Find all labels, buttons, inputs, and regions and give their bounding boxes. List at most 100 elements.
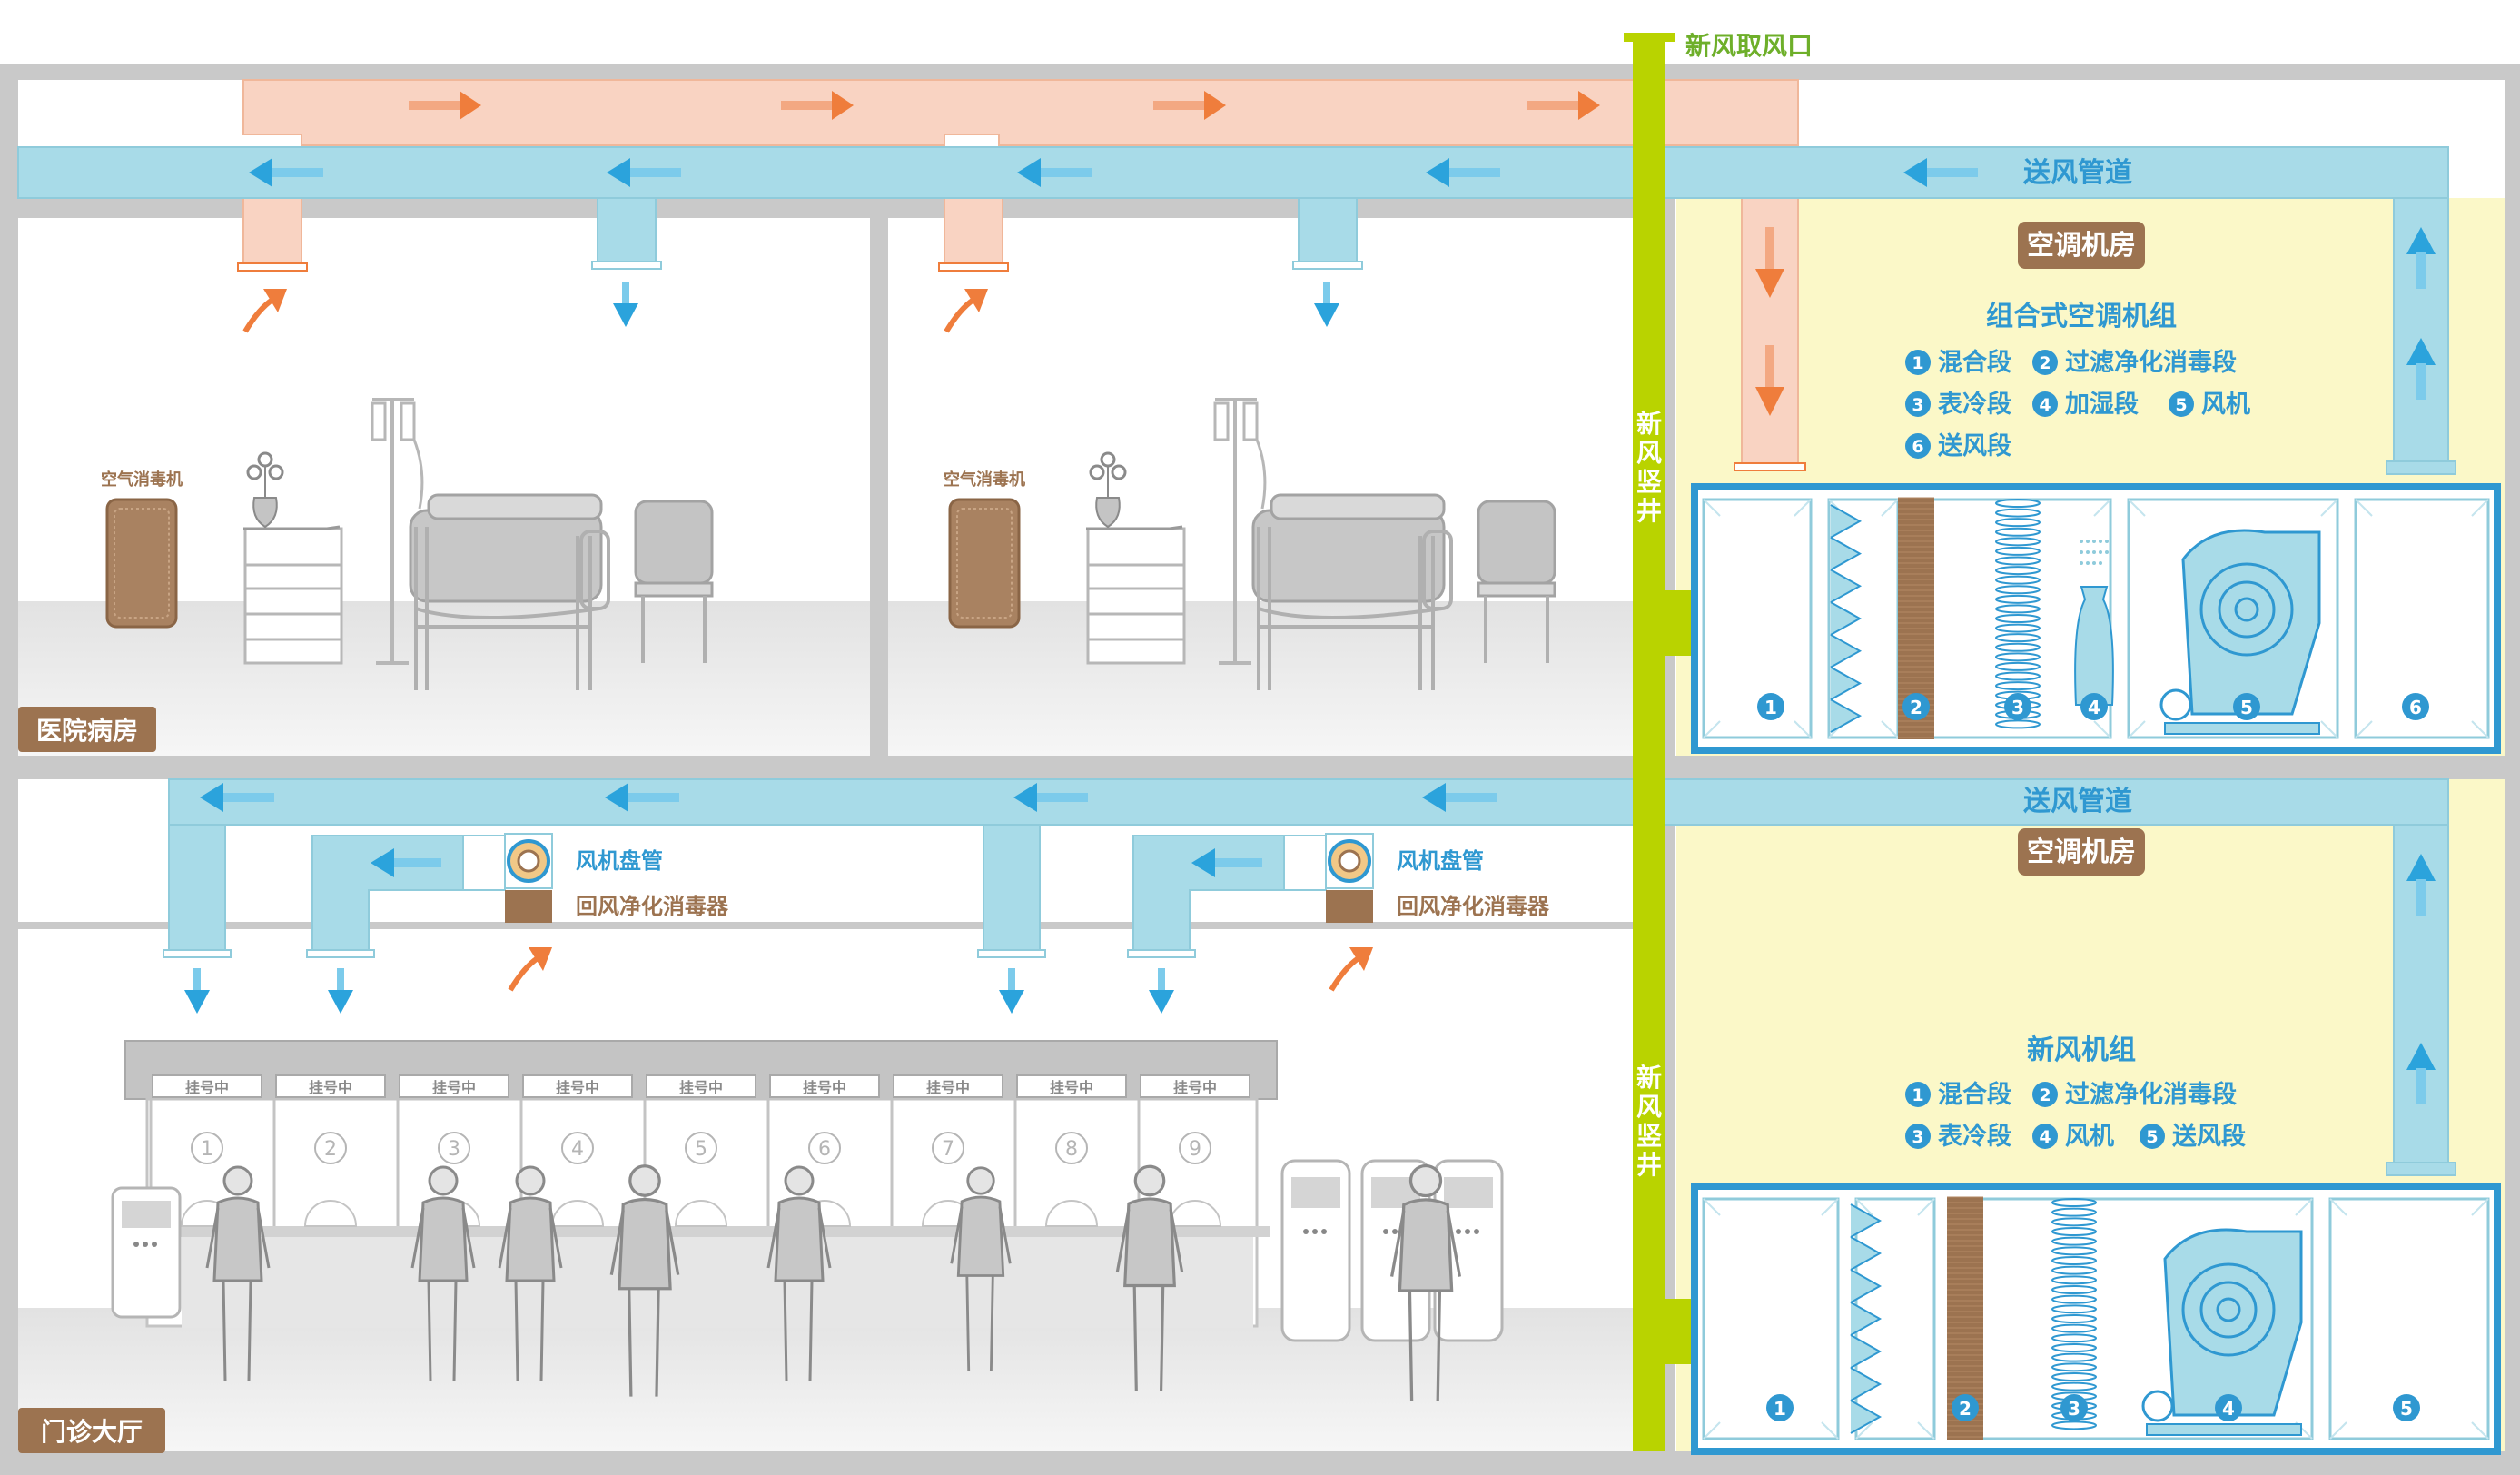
shaft-char: 新: [1636, 1063, 1662, 1093]
counter-sign: 挂号中: [1050, 1079, 1093, 1096]
fresh-air-shaft: [1624, 33, 1693, 1451]
orange-flow-arrows: [242, 91, 1784, 992]
legend-number: 4: [2039, 395, 2051, 415]
legend-text: 风机: [2201, 391, 2250, 419]
counter-sign: 挂号中: [926, 1079, 970, 1096]
purifier-label-2: 空气消毒机: [944, 470, 1025, 490]
supply-duct-label-upper: 送风管道: [2023, 157, 2132, 189]
legend-text: 送风段: [2172, 1123, 2246, 1151]
air-handling-unit-lower: 1 2 3 4 5: [1691, 1183, 2501, 1455]
room-title-lower: 空调机房: [2027, 836, 2136, 868]
shaft-char: 井: [1636, 1150, 1662, 1180]
section-number: 5: [2240, 697, 2253, 718]
section-number: 1: [1774, 1398, 1786, 1420]
ward-label: 医院病房: [36, 716, 138, 746]
legend-text: 表冷段: [1938, 1123, 2011, 1151]
room-title-bg-upper: [2018, 222, 2145, 269]
shaft-char: 井: [1636, 496, 1662, 526]
person-figure: [1115, 1164, 1184, 1391]
legend-text: 混合段: [1938, 348, 2011, 377]
counter-sign: 挂号中: [309, 1079, 352, 1096]
air-handling-unit-upper: 1 2 3 4 5 6: [1691, 483, 2501, 754]
legend-number: 1: [1912, 353, 1923, 373]
legend-number: 6: [1912, 437, 1923, 457]
legend-number: 2: [2039, 353, 2051, 373]
fan-coil-unit-2: [1283, 833, 1374, 923]
person-figure: [205, 1165, 271, 1381]
section-number: 6: [2409, 697, 2422, 718]
purifier-label-1: 空气消毒机: [101, 470, 183, 490]
counter-window: 挂号中 2: [272, 1074, 386, 1227]
section-number: 1: [1764, 697, 1777, 718]
unit-title-upper: 组合式空调机组: [1986, 301, 2177, 332]
legend-text: 过滤净化消毒段: [2065, 349, 2237, 377]
shaft-char: 风: [1636, 1092, 1662, 1122]
legend-text: 过滤净化消毒段: [2065, 1081, 2237, 1109]
legend-item: 2 过滤净化消毒段: [2032, 349, 2237, 377]
kiosks-right: [1280, 1159, 1504, 1342]
window-number: 6: [818, 1138, 831, 1161]
shaft-char: 竖: [1636, 467, 1662, 497]
window-number: 9: [1189, 1138, 1201, 1161]
legend-number: 5: [2175, 395, 2187, 415]
blue-flow-arrows: [184, 158, 2436, 1104]
legend-item: 4 加湿段: [2032, 391, 2139, 419]
return-duct-upper: [237, 79, 1806, 471]
ward-furniture: [105, 398, 714, 690]
fcu-label-1: 风机盘管: [576, 848, 663, 874]
counter-window: 挂号中 8: [1013, 1074, 1127, 1227]
fan-coil-unit-1: [462, 833, 553, 923]
shaft-char: 新: [1636, 409, 1662, 439]
room-title-upper: 空调机房: [2027, 230, 2136, 262]
window-number: 3: [448, 1138, 460, 1161]
unit-title-lower: 新风机组: [2027, 1034, 2136, 1066]
section-number: 3: [2068, 1398, 2080, 1420]
legend-number: 3: [1912, 395, 1923, 415]
person-figure: [498, 1165, 563, 1381]
return-purifier-label-2: 回风净化消毒器: [1397, 894, 1550, 919]
section-number: 3: [2011, 697, 2024, 718]
room-title-bg-lower: [2018, 828, 2145, 876]
section-legend-upper: 1 混合段 2 过滤净化消毒段 3 表冷段 4 加湿段 5 风机 6 送风段: [1905, 348, 2250, 460]
ward-label-bg: [18, 707, 156, 752]
legend-text: 风机: [2065, 1123, 2114, 1151]
fresh-air-intake-label: 新风取风口: [1685, 31, 1813, 61]
window-number: 1: [201, 1138, 213, 1161]
fcu-label-2: 风机盘管: [1397, 848, 1484, 874]
window-number: 2: [324, 1138, 337, 1161]
counter-sign: 挂号中: [1173, 1079, 1217, 1096]
supply-duct-label-lower: 送风管道: [2023, 786, 2132, 817]
window-number: 4: [571, 1138, 584, 1161]
legend-text: 加湿段: [2065, 391, 2139, 419]
section-number: 2: [1959, 1398, 1972, 1420]
people: [205, 1163, 1462, 1401]
legend-text: 送风段: [1938, 432, 2011, 460]
counter-window: 挂号中 9: [1137, 1074, 1250, 1227]
legend-text: 混合段: [1938, 1080, 2011, 1109]
legend-item: 1 混合段: [1905, 348, 2011, 377]
counter-sign: 挂号中: [556, 1079, 599, 1096]
hall-label: 门诊大厅: [41, 1417, 143, 1447]
person-figure: [1389, 1163, 1462, 1401]
legend-number: 1: [1912, 1085, 1923, 1105]
shaft-char: 风: [1636, 438, 1662, 468]
window-number: 8: [1065, 1138, 1078, 1161]
kiosk-left: [111, 1186, 182, 1319]
legend-text: 表冷段: [1938, 391, 2011, 419]
section-number: 4: [2222, 1398, 2235, 1420]
supply-duct-upper: [17, 146, 2456, 475]
section-number: 4: [2088, 697, 2100, 718]
shaft-label-lower: 新 风 竖 井: [1636, 1063, 1662, 1180]
shaft-char: 竖: [1636, 1121, 1662, 1151]
section-number: 5: [2400, 1398, 2413, 1420]
person-figure: [410, 1165, 476, 1381]
window-number: 7: [942, 1138, 954, 1161]
counter-window: 挂号中 4: [519, 1074, 633, 1227]
person-figure: [609, 1164, 680, 1397]
section-number: 2: [1910, 697, 1922, 718]
